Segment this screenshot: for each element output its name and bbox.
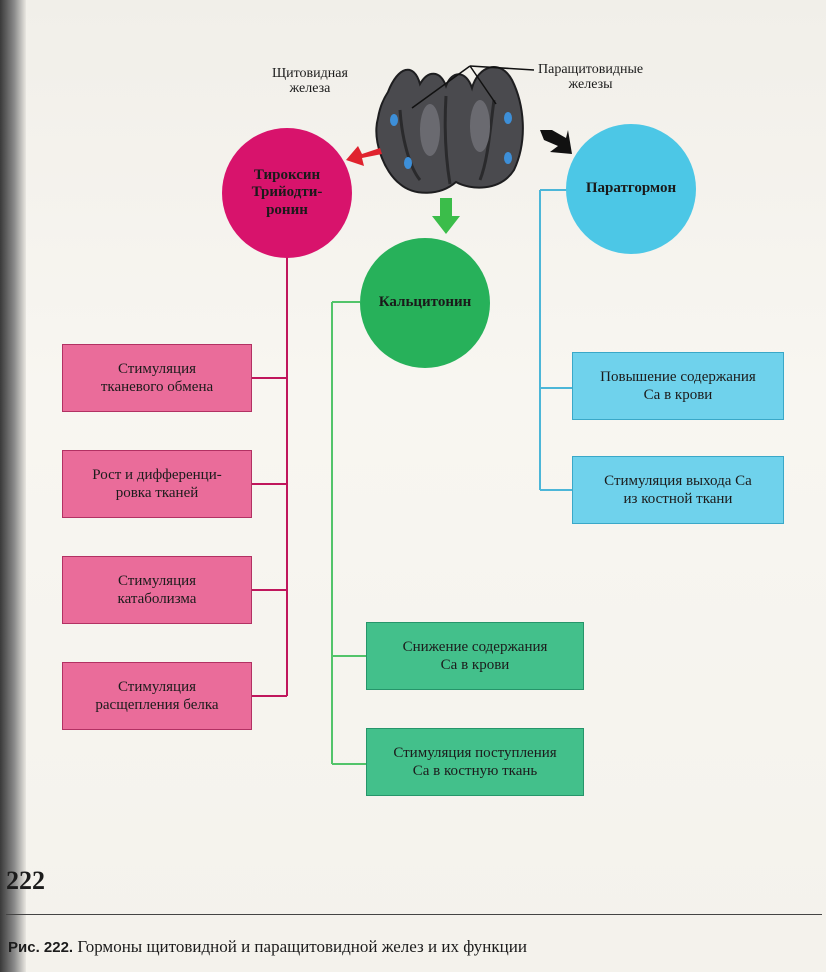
thyroxine-effect-box: Рост и дифференци- ровка тканей [62, 450, 252, 518]
thyroxine-effect-box: Стимуляция тканевого обмена [62, 344, 252, 412]
parathormone-effect-box: Стимуляция выхода Са из костной ткани [572, 456, 784, 524]
parathyroid-dot-icon [504, 112, 512, 124]
figure-caption-text: Гормоны щитовидной и паращитовидной желе… [77, 937, 527, 956]
parathormone-circle: Паратгормон [566, 124, 696, 254]
book-spine-shadow [0, 0, 26, 972]
divider-line [6, 914, 822, 915]
parathyroid-label: Паращитовидные железы [538, 62, 644, 93]
calcitonin-label: Кальцитонин [378, 294, 472, 311]
thyroxine-circle: Тироксин Трийодти- ронин [222, 128, 352, 258]
page-number: 222 [6, 866, 45, 895]
calcitonin-effect-box: Стимуляция поступления Са в костную ткан… [366, 728, 584, 796]
black-arrow-icon [540, 130, 572, 154]
green-arrow-icon [432, 198, 460, 234]
figure-caption: Рис. 222. Гормоны щитовидной и паращитов… [8, 937, 527, 957]
red-arrow-icon [346, 146, 382, 166]
parathyroid-dot-icon [504, 152, 512, 164]
parathyroid-dot-icon [404, 157, 412, 169]
thyroid-label: Щитовидная железа [272, 66, 348, 97]
parathyroid-dot-icon [390, 114, 398, 126]
parathormone-label: Паратгормон [585, 180, 677, 197]
calcitonin-circle: Кальцитонин [360, 238, 490, 368]
thyroid-gland-illustration [375, 66, 524, 194]
figure-caption-prefix: Рис. 222. [8, 939, 74, 956]
thyroxine-effect-box: Стимуляция катаболизма [62, 556, 252, 624]
parathormone-effect-box: Повышение содержания Са в крови [572, 352, 784, 420]
thyroxine-label: Тироксин Трийодти- ронин [251, 167, 323, 218]
thyroxine-effect-box: Стимуляция расщепления белка [62, 662, 252, 730]
calcitonin-effect-box: Снижение содержания Са в крови [366, 622, 584, 690]
